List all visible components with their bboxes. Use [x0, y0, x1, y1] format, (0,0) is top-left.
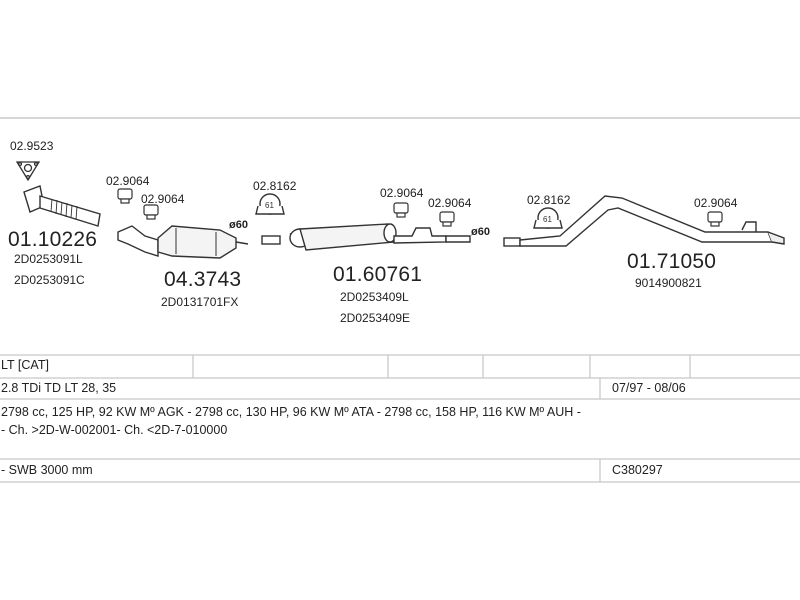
clamp-icon [255, 193, 563, 229]
production-period: 07/97 - 08/06 [612, 381, 686, 395]
engine-specs-line-1: 2798 cc, 125 HP, 92 KW Mº AGK - 2798 cc,… [1, 405, 581, 419]
accessory-code-mount-2: 02.9064 [141, 192, 185, 206]
gasket-icon [15, 161, 41, 182]
accessory-code-mount-4: 02.9064 [428, 196, 472, 210]
accessory-code-clamp-1: 02.8162 [253, 179, 297, 193]
engine-description: 2.8 TDi TD LT 28, 35 [1, 381, 117, 395]
part-ref-front-pipe-2: 2D0253091C [14, 273, 85, 287]
part-number-catalyst[interactable]: 04.3743 [164, 268, 242, 291]
info-table-grid [0, 354, 800, 483]
part-ref-rear-silencer-1: 9014900821 [635, 276, 702, 290]
connector-pipe-drawing [261, 235, 281, 245]
front-pipe-drawing [23, 185, 101, 227]
accessory-code-mount-5: 02.9064 [694, 196, 738, 210]
part-number-front-pipe[interactable]: 01.10226 [8, 228, 98, 251]
rear-silencer-drawing [503, 195, 785, 247]
accessory-code-clamp-2: 02.8162 [527, 193, 571, 207]
rubber-mount-icon [117, 188, 723, 227]
clamp-badge-2: 61 [543, 215, 552, 224]
accessory-code-mount-3: 02.9064 [380, 186, 424, 200]
diameter-label-1: ø60 [229, 219, 248, 231]
part-ref-front-pipe-1: 2D0253091L [14, 252, 83, 266]
diameter-label-2: ø60 [471, 226, 490, 238]
part-number-middle-silencer[interactable]: 01.60761 [333, 263, 423, 286]
catalyst-drawing [117, 225, 249, 259]
wheelbase: - SWB 3000 mm [1, 463, 93, 477]
part-ref-catalyst-1: 2D0131701FX [161, 295, 239, 309]
part-ref-middle-silencer-1: 2D0253409L [340, 290, 409, 304]
engine-specs-line-2: - Ch. >2D-W-002001- Ch. <2D-7-010000 [1, 423, 228, 437]
clamp-badge-1: 61 [265, 201, 274, 210]
reference-code: C380297 [612, 463, 663, 477]
vehicle-model: LT [CAT] [1, 358, 49, 372]
part-number-rear-silencer[interactable]: 01.71050 [627, 250, 717, 273]
accessory-code-gasket: 02.9523 [10, 139, 54, 153]
part-ref-middle-silencer-2: 2D0253409E [340, 311, 411, 325]
middle-silencer-drawing [289, 223, 471, 251]
accessory-code-mount-1: 02.9064 [106, 174, 150, 188]
